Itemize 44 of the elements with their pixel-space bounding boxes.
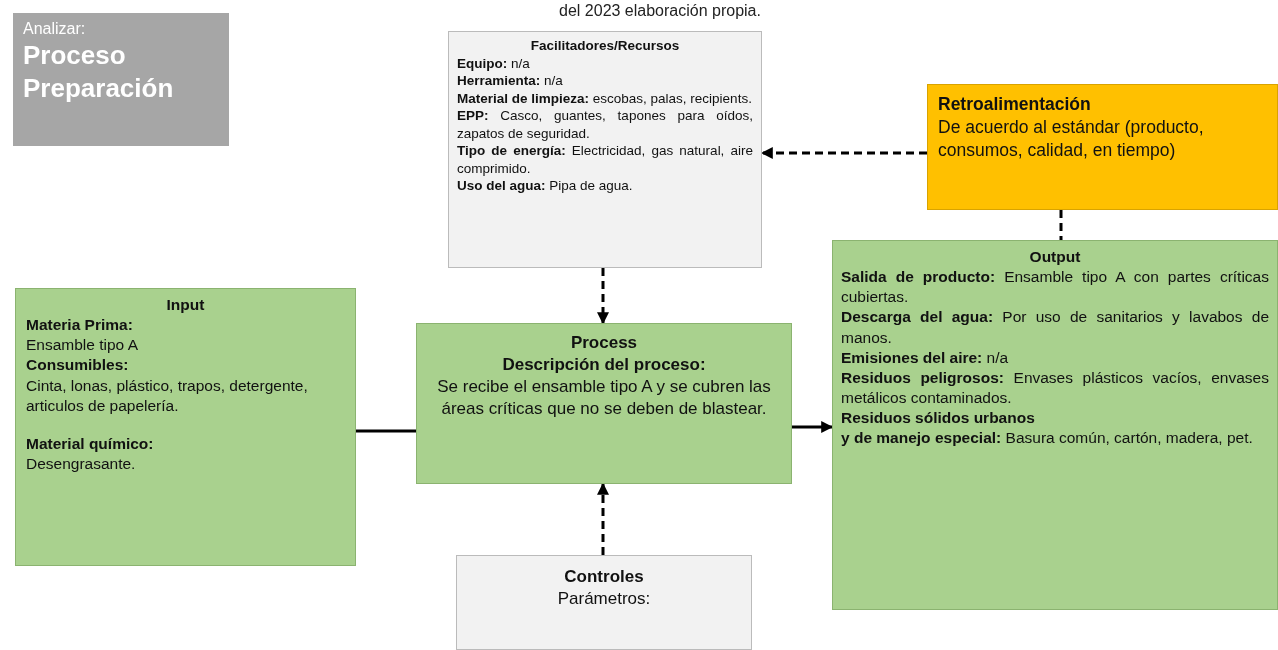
box-text: Parámetros: bbox=[556, 588, 652, 611]
box-text: Salida de producto: Ensamble tipo A con partes críticas cubiertas. bbox=[841, 267, 1269, 308]
box-text: Ensamble tipo A bbox=[26, 335, 139, 356]
source-note: del 2023 elaboración propia. bbox=[558, 2, 762, 20]
box-heading: Analizar: bbox=[23, 19, 87, 39]
box-text: Residuos peligrosos: Envases plásticos vacíos, envases metálicos contaminados. bbox=[841, 367, 1269, 408]
controls-box bbox=[456, 555, 752, 650]
box-heading: Facilitadores/Recursos bbox=[529, 37, 681, 55]
box-text: Descarga del agua: Por uso de sanitarios y lavabos de manos. bbox=[841, 307, 1269, 348]
title-box bbox=[13, 13, 229, 146]
connector-line bbox=[1059, 210, 1063, 240]
box-text: Materia Prima: bbox=[26, 315, 134, 336]
box-text: Proceso Preparación bbox=[23, 39, 175, 104]
box-text: De acuerdo al estándar (producto, consumos, calidad, en tiempo) bbox=[938, 115, 1205, 162]
box-heading: Input bbox=[165, 295, 206, 315]
input-box bbox=[15, 288, 356, 566]
box-text: y de manejo especial: Basura común, cartón, madera, pet. bbox=[841, 428, 1254, 449]
box-text: Herramienta: n/a bbox=[457, 72, 564, 90]
box-text: Material químico: bbox=[26, 433, 155, 454]
feedback-box bbox=[927, 84, 1278, 210]
process-box bbox=[416, 323, 792, 484]
box-text: Cinta, lonas, plástico, trapos, detergente, articulos de papelería. bbox=[26, 375, 309, 416]
box-text: Material de limpieza: escobas, palas, recipients. bbox=[457, 89, 753, 108]
box-text: Descripción del proceso: bbox=[501, 354, 707, 377]
arrow bbox=[597, 482, 609, 555]
box-heading: Controles bbox=[563, 566, 645, 588]
box-heading: Process bbox=[569, 332, 639, 354]
box-text: Se recibe el ensamble tipo A y se cubren las áreas críticas que no se deben de blastear. bbox=[436, 376, 772, 421]
output-box bbox=[832, 240, 1278, 610]
box-text: Consumibles: bbox=[26, 355, 130, 376]
arrow bbox=[792, 421, 834, 433]
arrow bbox=[597, 268, 609, 325]
box-heading: Output bbox=[1028, 247, 1082, 267]
box-text: Emisiones del aire: n/a bbox=[841, 347, 1010, 368]
box-text: Desengrasante. bbox=[26, 454, 137, 474]
box-heading: Retroalimentación bbox=[938, 93, 1092, 116]
box-text: Uso del agua: Pipa de agua. bbox=[457, 177, 634, 195]
box-text: Equipo: n/a bbox=[457, 54, 531, 73]
connector-line bbox=[356, 429, 416, 433]
box-text: Residuos sólidos urbanos bbox=[841, 408, 1036, 429]
resources-box bbox=[448, 31, 762, 268]
box-text: Tipo de energía: Electricidad, gas natural, aire comprimido. bbox=[457, 142, 753, 178]
arrow bbox=[760, 147, 927, 159]
box-text: EPP: Casco, guantes, tapones para oídos, zapatos de seguridad. bbox=[457, 107, 753, 143]
